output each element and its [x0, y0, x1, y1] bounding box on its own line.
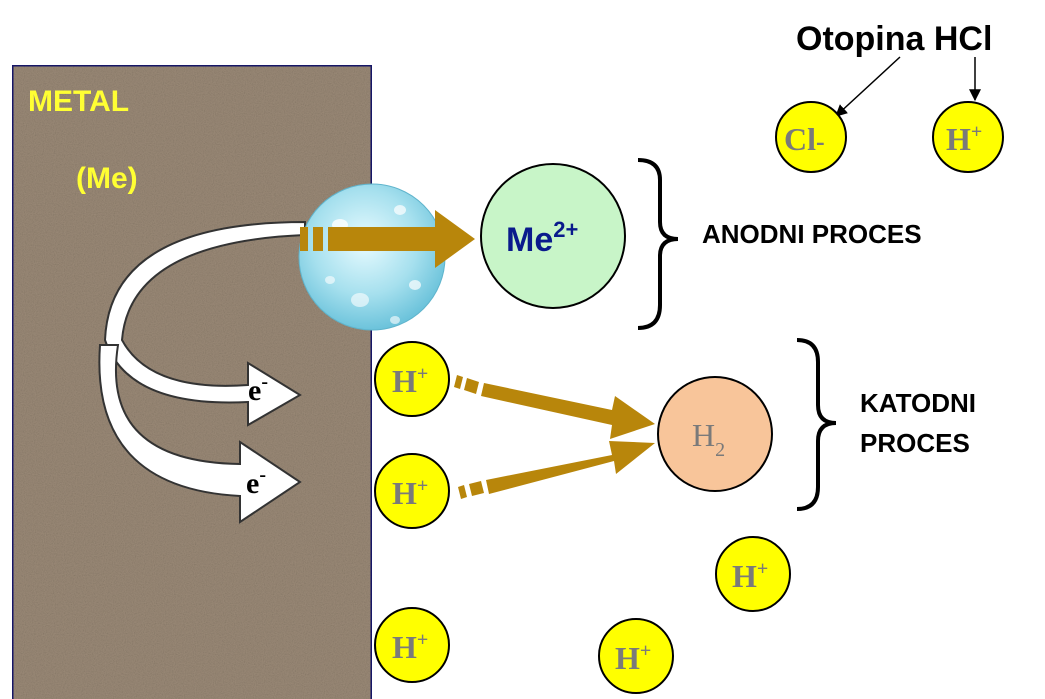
metal-surface [10, 63, 374, 699]
h-ion-free-3: H+ [598, 618, 674, 694]
droplet-circle [298, 183, 446, 331]
h-ion-solution: H+ [932, 101, 1004, 173]
anodic-arrow [300, 210, 475, 268]
h2-label: H2 [692, 417, 725, 461]
h-ion-label: H+ [615, 640, 651, 676]
solution-pointer-cl [835, 56, 901, 117]
cl-ion: Cl- [775, 101, 847, 173]
cl-ion-label: Cl- [784, 121, 825, 157]
h-ion-label: H+ [732, 558, 768, 594]
metal-block: METAL (Me) [10, 63, 374, 699]
h-ion-upper: H+ [374, 341, 450, 417]
metal-symbol: (Me) [76, 162, 138, 195]
h-ion-label: H+ [392, 363, 428, 399]
cathodic-process-label-line1: KATODNI [860, 388, 976, 418]
dissolution-droplet [298, 183, 446, 331]
h-ion-free-1: H+ [715, 536, 791, 612]
cathodic-brace [796, 338, 837, 511]
h-ion-lower: H+ [374, 453, 450, 529]
me-ion-label: Me2+ [506, 217, 578, 259]
anodic-process-label: ANODNI PROCES [702, 219, 922, 249]
electron-label-lower: e- [246, 464, 266, 500]
h-ion-label: H+ [946, 121, 982, 157]
electron-label-upper: e- [248, 371, 268, 407]
metal-label: METAL [28, 85, 129, 118]
cathodic-arrow-upper [454, 375, 655, 439]
solution-title: Otopina HCl [796, 20, 992, 58]
h2-molecule: H2 [657, 376, 773, 492]
h-ion-label: H+ [392, 475, 428, 511]
cathodic-process-label-line2: PROCES [860, 428, 970, 458]
electron-arrow-lower [98, 344, 302, 524]
h-ion-free-2: H+ [374, 607, 450, 683]
electron-arrow-upper [103, 220, 306, 427]
me-ion: Me2+ [480, 163, 626, 309]
cathodic-arrow-lower [458, 441, 655, 499]
h-ion-label: H+ [392, 629, 428, 665]
electron-arrows: e- e- [98, 220, 306, 524]
anodic-brace [637, 158, 679, 330]
